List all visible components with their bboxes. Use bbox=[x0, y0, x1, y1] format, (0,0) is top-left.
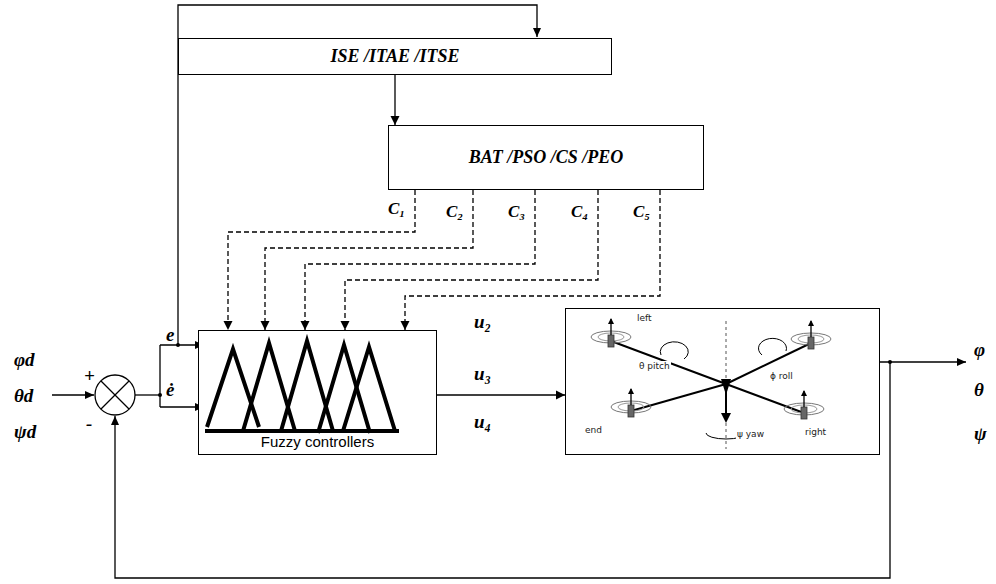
box-title: ISE /ITAE /ITSE bbox=[330, 46, 459, 67]
rotor-label: end bbox=[584, 425, 603, 436]
axis-label: ϕ roll bbox=[769, 371, 794, 382]
parameter-link bbox=[224, 190, 416, 330]
criterion-box: ISE /ITAE /ITSE bbox=[178, 38, 612, 75]
parameter-label: C₃ bbox=[508, 203, 525, 220]
parameter-label: C₁ bbox=[388, 200, 405, 217]
reference-signal: φd bbox=[14, 350, 35, 369]
junction-cross bbox=[101, 381, 129, 409]
output-signal: ψ bbox=[974, 424, 987, 443]
control-signal: u₃ bbox=[474, 364, 491, 383]
output-arrow bbox=[880, 361, 966, 362]
sign-mark: + bbox=[84, 366, 95, 385]
summing-junction bbox=[95, 375, 135, 415]
quadrotor-illustration bbox=[566, 309, 881, 456]
error-wire bbox=[135, 394, 160, 395]
parameter-link bbox=[341, 190, 599, 330]
box-title: BAT /PSO /CS /PEO bbox=[469, 147, 624, 168]
error-wire bbox=[159, 345, 160, 407]
axis-label: θ pitch bbox=[638, 361, 671, 372]
parameter-label: C₅ bbox=[633, 203, 650, 220]
fuzzy-controller-box: Fuzzy controllers bbox=[198, 330, 437, 455]
quadrotor-box: left right end θ pitch ϕ roll ψ yaw bbox=[565, 308, 880, 455]
error-signal: e bbox=[166, 325, 174, 344]
reference-signal: θd bbox=[14, 386, 33, 405]
junction-cross bbox=[101, 381, 129, 409]
signal-arrow bbox=[437, 391, 565, 400]
output-signal: θ bbox=[974, 380, 984, 399]
parameter-label: C₄ bbox=[571, 203, 588, 220]
parameter-link bbox=[261, 190, 474, 330]
rotor-label: left bbox=[636, 313, 653, 324]
optimizer-box: BAT /PSO /CS /PEO bbox=[388, 125, 704, 190]
error-signal: ė bbox=[166, 380, 174, 399]
output-signal: φ bbox=[974, 340, 985, 359]
reference-signal: ψd bbox=[14, 422, 36, 441]
input-arrow bbox=[52, 394, 94, 395]
parameter-label: C₂ bbox=[446, 203, 463, 220]
signal-arrow bbox=[391, 75, 400, 125]
rotor-label: right bbox=[804, 427, 827, 438]
axis-label: ψ yaw bbox=[736, 429, 765, 440]
control-signal: u₂ bbox=[474, 312, 491, 331]
sign-mark: - bbox=[86, 414, 92, 433]
control-signal: u₄ bbox=[474, 412, 491, 431]
parameter-link bbox=[301, 190, 536, 330]
controller-name: Fuzzy controllers bbox=[199, 433, 436, 450]
